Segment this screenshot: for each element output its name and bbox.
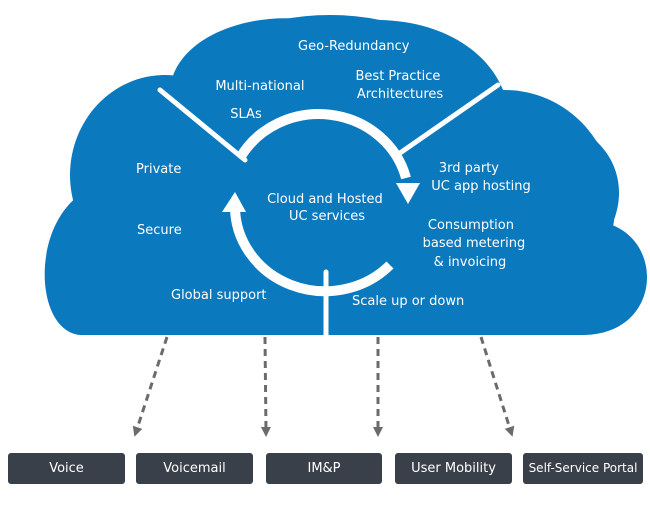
circular-arrow: [222, 109, 420, 297]
feature-consumption: Consumption based metering & invoicing: [423, 218, 530, 270]
service-voice: Voice: [8, 453, 125, 484]
feature-consumption-line-2: based metering: [423, 236, 526, 251]
ring-arc-left: [229, 204, 394, 297]
cloud-shape: [44, 15, 648, 335]
center-label: Cloud and Hosted UC services: [267, 192, 387, 224]
center-label-line-2: UC services: [289, 209, 365, 224]
service-user-mobility: User Mobility: [395, 453, 512, 484]
feature-scale: Scale up or down: [352, 294, 464, 309]
feature-consumption-line-1: Consumption: [428, 218, 514, 233]
ring-arrowhead-right: [396, 183, 420, 204]
service-imp: IM&P: [266, 453, 382, 484]
feature-geo-redundancy: Geo-Redundancy: [298, 39, 410, 54]
feature-multinational-line-1: Multi-national: [215, 79, 304, 94]
service-voicemail: Voicemail: [136, 453, 253, 484]
arrow-to-user-mobility: [479, 336, 515, 437]
service-self-service-portal: Self-Service Portal: [523, 453, 643, 484]
feature-best-practice: Best Practice Architectures: [356, 69, 445, 102]
feature-third-party-line-1: 3rd party: [439, 161, 499, 176]
feature-third-party: 3rd party UC app hosting: [431, 161, 531, 194]
feature-best-practice-line-1: Best Practice: [356, 69, 441, 84]
ring-arrowhead-left: [222, 192, 246, 212]
center-label-line-1: Cloud and Hosted: [267, 192, 383, 207]
feature-multinational: Multi-national SLAs: [215, 79, 308, 122]
cloud-dividers: [157, 82, 501, 338]
divider-upper-left: [157, 87, 248, 163]
feature-secure-line-1: Secure: [137, 223, 182, 238]
feature-third-party-line-2: UC app hosting: [431, 179, 531, 194]
arrow-to-voice: [132, 336, 169, 437]
divider-upper-right: [397, 82, 501, 156]
feature-multinational-line-2: SLAs: [230, 107, 262, 122]
ring-arc-right: [235, 109, 411, 180]
cloud-base: [80, 230, 585, 335]
service-arrows: [132, 336, 515, 437]
feature-geo-redundancy-line-1: Geo-Redundancy: [298, 39, 410, 54]
feature-scale-line-1: Scale up or down: [352, 294, 464, 309]
feature-private-line-1: Private: [136, 162, 181, 177]
cloud-lobe-top: [200, 15, 460, 145]
feature-consumption-line-3: & invoicing: [434, 255, 507, 270]
arrow-to-voicemail: [260, 336, 271, 437]
feature-best-practice-line-2: Architectures: [357, 87, 444, 102]
feature-private: Private: [136, 162, 181, 177]
feature-secure: Secure: [137, 223, 182, 238]
feature-global-support: Global support: [171, 288, 267, 303]
feature-global-support-line-1: Global support: [171, 288, 267, 303]
